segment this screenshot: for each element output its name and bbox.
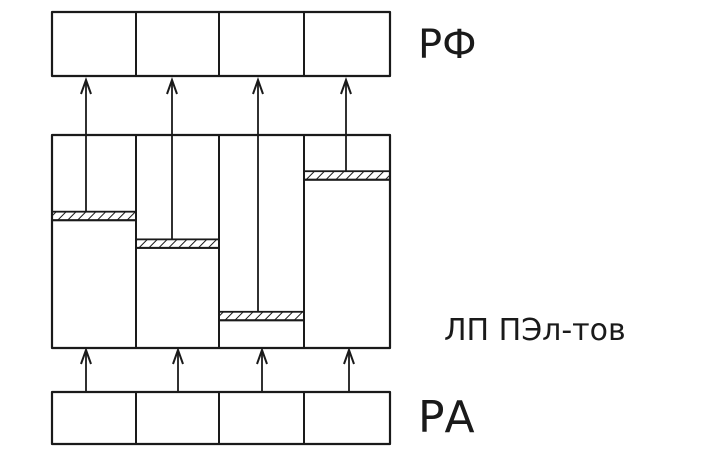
output-arrows <box>80 77 352 312</box>
output-arrow-3-head <box>252 77 264 95</box>
column-4-marker <box>303 170 391 181</box>
column-3-marker <box>218 310 305 322</box>
input-arrow-1-head <box>80 347 92 365</box>
column-2-marker <box>135 238 220 249</box>
input-arrows <box>80 347 355 392</box>
column-levels <box>51 170 391 322</box>
output-arrow-2-head <box>166 77 178 95</box>
middle-block-label: ЛП ПЭл-тов <box>444 313 626 348</box>
input-arrow-3-head <box>256 347 268 365</box>
top-register <box>50 10 392 78</box>
bottom-register <box>50 390 392 446</box>
input-arrow-2-head <box>172 347 184 365</box>
bottom-register-label: РА <box>418 392 475 443</box>
output-arrow-4-head <box>340 77 352 95</box>
output-arrow-1-head <box>80 77 92 95</box>
top-register-label: РФ <box>418 22 477 68</box>
input-arrow-4-head <box>343 347 355 365</box>
column-1-marker <box>51 210 137 222</box>
